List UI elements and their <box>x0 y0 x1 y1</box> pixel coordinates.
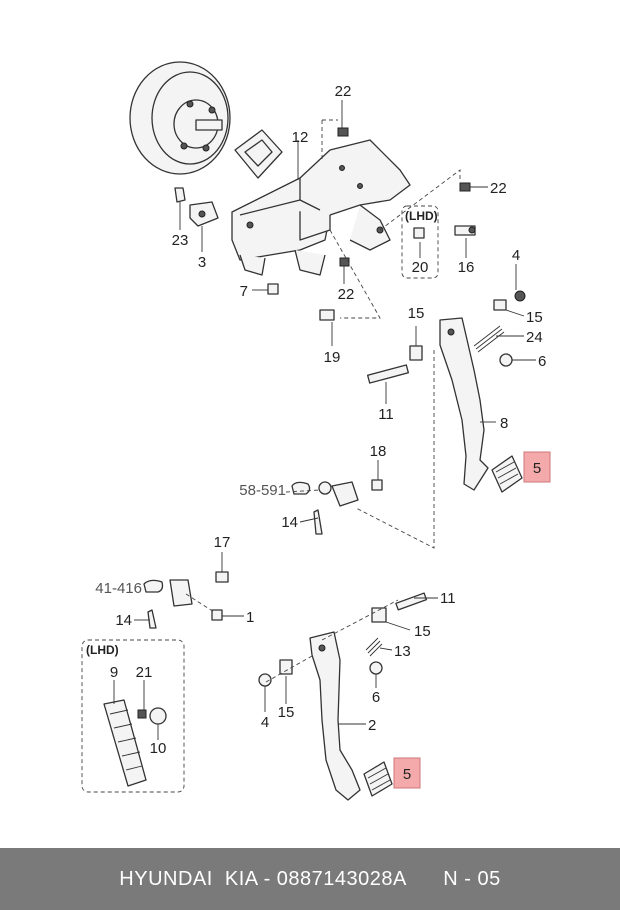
label-5-lower: 5 <box>403 766 411 783</box>
label-11-lower: 11 <box>440 590 456 607</box>
pedal-switch-lower <box>143 571 229 629</box>
label-3: 3 <box>198 254 206 271</box>
label-lhd-lower: (LHD) <box>86 643 119 657</box>
label-7: 7 <box>240 283 248 300</box>
lhd-box-upper <box>401 205 439 279</box>
label-14-upper: 14 <box>281 514 298 531</box>
pedal-assembly-diagram: 22 12 22 (LHD) 20 16 23 3 7 22 4 15 15 2… <box>81 61 551 801</box>
footer-spacer <box>407 868 443 891</box>
label-lhd-upper: (LHD) <box>405 209 438 223</box>
highlight-part-5-upper <box>523 451 551 483</box>
dashed-guide-lines <box>185 119 461 683</box>
label-ref-41-416: 41-416 <box>95 580 142 597</box>
label-15-upper: 15 <box>408 305 425 322</box>
label-4-upper: 4 <box>512 247 520 264</box>
brake-pedal-arm <box>309 631 393 801</box>
label-5-upper: 5 <box>533 460 541 477</box>
label-8: 8 <box>500 415 508 432</box>
label-4-lower: 4 <box>261 714 269 731</box>
footer-part-number: HYUNDAI KIA - 0887143028A <box>119 867 407 890</box>
label-19: 19 <box>324 349 341 366</box>
brake-booster <box>129 61 231 175</box>
label-20: 20 <box>412 259 429 276</box>
footer-page-code: N - 05 <box>443 867 501 890</box>
lhd-box-lower <box>81 639 185 793</box>
brake-pedal-hardware <box>258 592 428 687</box>
booster-gasket <box>234 129 283 179</box>
label-6-upper: 6 <box>538 353 546 370</box>
label-17: 17 <box>214 534 231 551</box>
label-15-right: 15 <box>526 309 543 326</box>
footer-bar: HYUNDAI KIA - 0887143028A N - 05 <box>0 848 620 910</box>
label-9: 9 <box>110 664 118 681</box>
part-labels: 22 12 22 (LHD) 20 16 23 3 7 22 4 15 15 2… <box>86 83 546 783</box>
label-13: 13 <box>394 643 411 660</box>
leader-lines <box>113 100 536 740</box>
label-14-lower: 14 <box>115 612 132 629</box>
label-15-lower-right: 15 <box>414 623 431 640</box>
highlight-part-5-lower <box>393 757 421 789</box>
label-18: 18 <box>370 443 387 460</box>
label-11-upper: 11 <box>378 406 394 423</box>
label-1: 1 <box>246 609 254 626</box>
label-10: 10 <box>150 740 167 757</box>
label-16: 16 <box>458 259 475 276</box>
label-23: 23 <box>172 232 189 249</box>
pedal-mounting-bracket <box>231 139 411 276</box>
label-6-lower: 6 <box>372 689 380 706</box>
clutch-pedal-arm <box>439 317 523 493</box>
label-22-right: 22 <box>490 180 507 197</box>
label-15-lower-left: 15 <box>278 704 295 721</box>
pedal-switch-middle <box>291 479 383 535</box>
label-22-top: 22 <box>335 83 352 100</box>
label-2: 2 <box>368 717 376 734</box>
label-22-mid: 22 <box>338 286 355 303</box>
label-21: 21 <box>136 664 153 681</box>
label-ref-58-591: 58-591 <box>239 482 286 499</box>
label-12: 12 <box>292 129 309 146</box>
label-24: 24 <box>526 329 543 346</box>
